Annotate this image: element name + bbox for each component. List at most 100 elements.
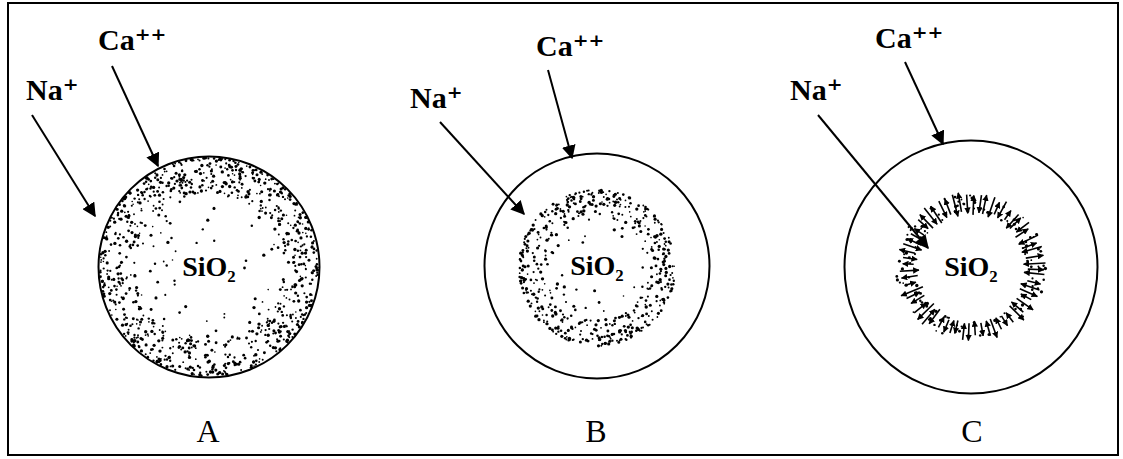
dot bbox=[255, 169, 258, 172]
dot bbox=[1040, 290, 1043, 293]
dot bbox=[255, 340, 257, 342]
dot bbox=[261, 329, 263, 331]
dot bbox=[533, 228, 535, 230]
dot bbox=[129, 192, 132, 195]
dot bbox=[153, 333, 155, 335]
dot bbox=[941, 332, 943, 334]
dot bbox=[311, 271, 314, 274]
dot bbox=[215, 164, 217, 166]
dot bbox=[181, 182, 183, 184]
dot bbox=[902, 282, 904, 284]
dot bbox=[288, 330, 290, 332]
dot bbox=[219, 166, 222, 169]
dot bbox=[654, 222, 656, 224]
dot bbox=[208, 166, 210, 168]
dot bbox=[638, 221, 641, 224]
dot bbox=[123, 297, 125, 299]
dot bbox=[657, 258, 660, 261]
dot bbox=[1042, 279, 1045, 282]
dot bbox=[908, 276, 911, 279]
dot bbox=[168, 356, 171, 359]
dot bbox=[544, 294, 546, 296]
dot bbox=[555, 204, 557, 206]
dot bbox=[191, 372, 194, 375]
dot bbox=[292, 314, 294, 316]
dot bbox=[224, 371, 226, 373]
silica-particle: SiO₂ bbox=[843, 139, 1099, 395]
dot bbox=[215, 329, 218, 332]
dot bbox=[639, 296, 642, 299]
dot bbox=[242, 171, 244, 173]
dot bbox=[204, 343, 207, 346]
dot bbox=[187, 339, 189, 341]
dot bbox=[591, 333, 593, 335]
dot bbox=[663, 260, 666, 263]
dot bbox=[189, 342, 192, 345]
dot bbox=[305, 249, 308, 252]
dot bbox=[100, 259, 102, 261]
dot bbox=[182, 361, 184, 363]
dot bbox=[102, 257, 104, 259]
dot bbox=[564, 332, 567, 335]
dot bbox=[606, 330, 609, 333]
dot bbox=[103, 282, 105, 284]
dot bbox=[161, 181, 164, 184]
dot bbox=[166, 241, 169, 244]
dot bbox=[566, 336, 568, 338]
dot bbox=[293, 248, 296, 251]
dot bbox=[295, 311, 297, 313]
dot bbox=[600, 327, 602, 329]
dot bbox=[551, 314, 554, 317]
dot bbox=[265, 178, 267, 180]
dot bbox=[625, 315, 627, 317]
dot bbox=[164, 294, 166, 296]
dot bbox=[157, 213, 160, 216]
dot bbox=[299, 249, 301, 251]
dot bbox=[572, 217, 575, 220]
dot bbox=[258, 210, 261, 213]
dot bbox=[939, 319, 942, 322]
dot bbox=[155, 207, 158, 210]
dot bbox=[649, 287, 652, 290]
dot bbox=[277, 302, 279, 304]
dot bbox=[565, 301, 567, 303]
dot bbox=[175, 250, 177, 252]
dot bbox=[654, 242, 657, 245]
dot bbox=[585, 319, 587, 321]
dot bbox=[542, 314, 544, 316]
dot bbox=[198, 373, 201, 376]
dot bbox=[207, 157, 209, 159]
dot bbox=[154, 172, 156, 174]
dot bbox=[1035, 233, 1038, 236]
dot bbox=[567, 209, 569, 211]
dot bbox=[662, 252, 665, 255]
dot bbox=[646, 252, 648, 254]
dot bbox=[637, 204, 640, 207]
dot bbox=[115, 309, 117, 311]
dot bbox=[240, 369, 242, 371]
dot bbox=[272, 346, 275, 349]
dot bbox=[962, 203, 964, 205]
dot bbox=[667, 296, 670, 299]
dot bbox=[162, 335, 164, 337]
dot bbox=[955, 331, 957, 333]
dot bbox=[108, 250, 110, 252]
dot bbox=[630, 335, 633, 338]
dot bbox=[195, 347, 197, 349]
dot bbox=[163, 198, 165, 200]
dot bbox=[299, 256, 302, 259]
dot bbox=[600, 191, 602, 193]
dot bbox=[118, 252, 121, 255]
dot bbox=[527, 232, 530, 235]
dot bbox=[153, 326, 155, 328]
dot bbox=[588, 193, 590, 195]
dot bbox=[200, 164, 203, 167]
dot bbox=[169, 222, 172, 225]
dot bbox=[555, 203, 558, 206]
dot bbox=[575, 192, 577, 194]
dot bbox=[258, 216, 261, 219]
dot bbox=[248, 321, 251, 324]
dot bbox=[294, 240, 297, 243]
dot bbox=[149, 180, 152, 183]
dot bbox=[278, 223, 280, 225]
